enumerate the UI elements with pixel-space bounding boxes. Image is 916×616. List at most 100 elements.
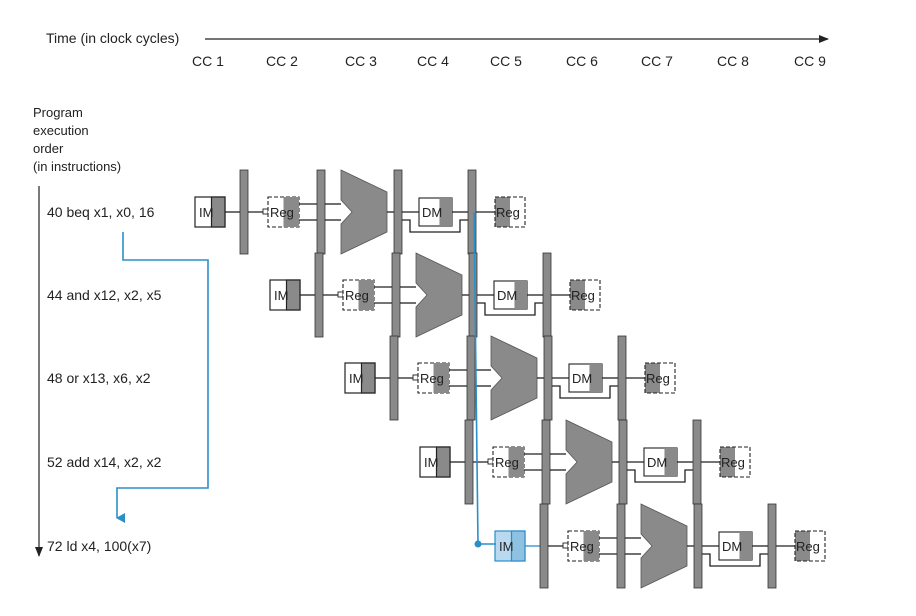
reg-write-shade (720, 447, 735, 477)
clock-cycle-label: CC 6 (566, 53, 598, 69)
pipeline-register (239, 169, 249, 255)
reg-write-unit (794, 530, 826, 562)
program-order-text: execution (33, 123, 89, 138)
pipeline-row: IM Reg DM Reg (494, 503, 826, 589)
reg-write-label: Reg (721, 455, 745, 470)
program-order-text: order (33, 141, 64, 156)
instruction-label: 40 beq x1, x0, 16 (47, 204, 155, 220)
program-order-label: Program execution order (in instructions) (33, 105, 121, 174)
pipeline-register (464, 419, 474, 505)
dm-unit-shade (739, 532, 752, 560)
pipeline-register (539, 503, 549, 589)
dm-bypass-wire (627, 469, 693, 483)
pipeline-register (316, 169, 326, 255)
pipeline-register (543, 335, 553, 421)
reg-write-unit (719, 446, 751, 478)
reg-port (562, 542, 569, 549)
dm-unit-shade (514, 281, 527, 309)
instruction-label: 44 and x12, x2, x5 (47, 287, 162, 303)
im-label: IM (499, 539, 513, 554)
clock-cycle-label: CC 3 (345, 53, 377, 69)
pipeline-register (541, 419, 551, 505)
reg-read-shade (508, 447, 524, 477)
reg-write-unit (644, 362, 676, 394)
pipeline-register (389, 335, 399, 421)
reg-label: Reg (570, 539, 594, 554)
reg-write-label: Reg (796, 539, 820, 554)
dm-bypass-wire (702, 553, 768, 567)
reg-write-unit (569, 279, 601, 311)
dm-label: DM (647, 455, 667, 470)
dm-label: DM (722, 539, 742, 554)
pipeline-register (618, 419, 628, 505)
im-unit-shade (360, 362, 376, 394)
dm-unit-shade (664, 448, 677, 476)
pipeline-register (391, 252, 401, 338)
dm-bypass-wire (402, 219, 468, 233)
pipeline-register (692, 419, 702, 505)
pipeline-register (767, 503, 777, 589)
reg-label: Reg (420, 371, 444, 386)
im-unit-shade (210, 196, 226, 228)
reg-read-shade (283, 197, 299, 227)
pipeline-row: IM Reg DM Reg (419, 419, 751, 505)
dm-label: DM (497, 288, 517, 303)
im-label: IM (424, 455, 438, 470)
dm-unit-shade (439, 198, 452, 226)
dm-bypass-wire (552, 385, 618, 399)
dm-label: DM (572, 371, 592, 386)
im-unit-shade (435, 446, 451, 478)
pipeline-register (542, 252, 552, 338)
reg-write-shade (495, 197, 510, 227)
reg-label: Reg (495, 455, 519, 470)
reg-write-label: Reg (646, 371, 670, 386)
instruction-label: 48 or x13, x6, x2 (47, 370, 151, 386)
clock-cycle-label: CC 2 (266, 53, 298, 69)
instruction-label: 72 ld x4, 100(x7) (47, 538, 151, 554)
pipeline-register (693, 503, 703, 589)
clock-cycle-label: CC 4 (417, 53, 449, 69)
pipeline-register (466, 335, 476, 421)
alu-unit (640, 503, 688, 589)
reg-write-unit (494, 196, 526, 228)
branch-target-arrow (116, 232, 209, 523)
im-unit-shade (510, 530, 526, 562)
reg-write-label: Reg (571, 288, 595, 303)
pipeline-register (616, 503, 626, 589)
clock-cycle-label: CC 7 (641, 53, 673, 69)
reg-read-shade (583, 531, 599, 561)
program-order-text: Program (33, 105, 83, 120)
instruction-labels: 40 beq x1, x0, 16 44 and x12, x2, x5 48 or… (47, 204, 162, 554)
reg-read-shade (358, 280, 374, 310)
reg-write-shade (570, 280, 585, 310)
pipeline-register (393, 169, 403, 255)
pipeline-register (617, 335, 627, 421)
clock-cycle-label: CC 5 (490, 53, 522, 69)
program-order-text: (in instructions) (33, 159, 121, 174)
reg-label: Reg (270, 205, 294, 220)
im-label: IM (199, 205, 213, 220)
dm-bypass-wire (477, 302, 543, 316)
dm-label: DM (422, 205, 442, 220)
reg-read-shade (433, 363, 449, 393)
pipeline-row: IM Reg DM Reg (194, 169, 526, 255)
time-axis-label: Time (in clock cycles) (46, 30, 179, 46)
reg-port (487, 458, 494, 465)
alu-unit (565, 419, 613, 505)
alu-unit (490, 335, 538, 421)
reg-write-shade (645, 363, 660, 393)
reg-port (337, 291, 344, 298)
im-label: IM (274, 288, 288, 303)
clock-cycle-label: CC 9 (794, 53, 826, 69)
clock-cycle-label: CC 1 (192, 53, 224, 69)
reg-write-label: Reg (496, 205, 520, 220)
instruction-label: 52 add x14, x2, x2 (47, 454, 162, 470)
dm-unit-shade (589, 364, 602, 392)
im-unit-shade (285, 279, 301, 311)
